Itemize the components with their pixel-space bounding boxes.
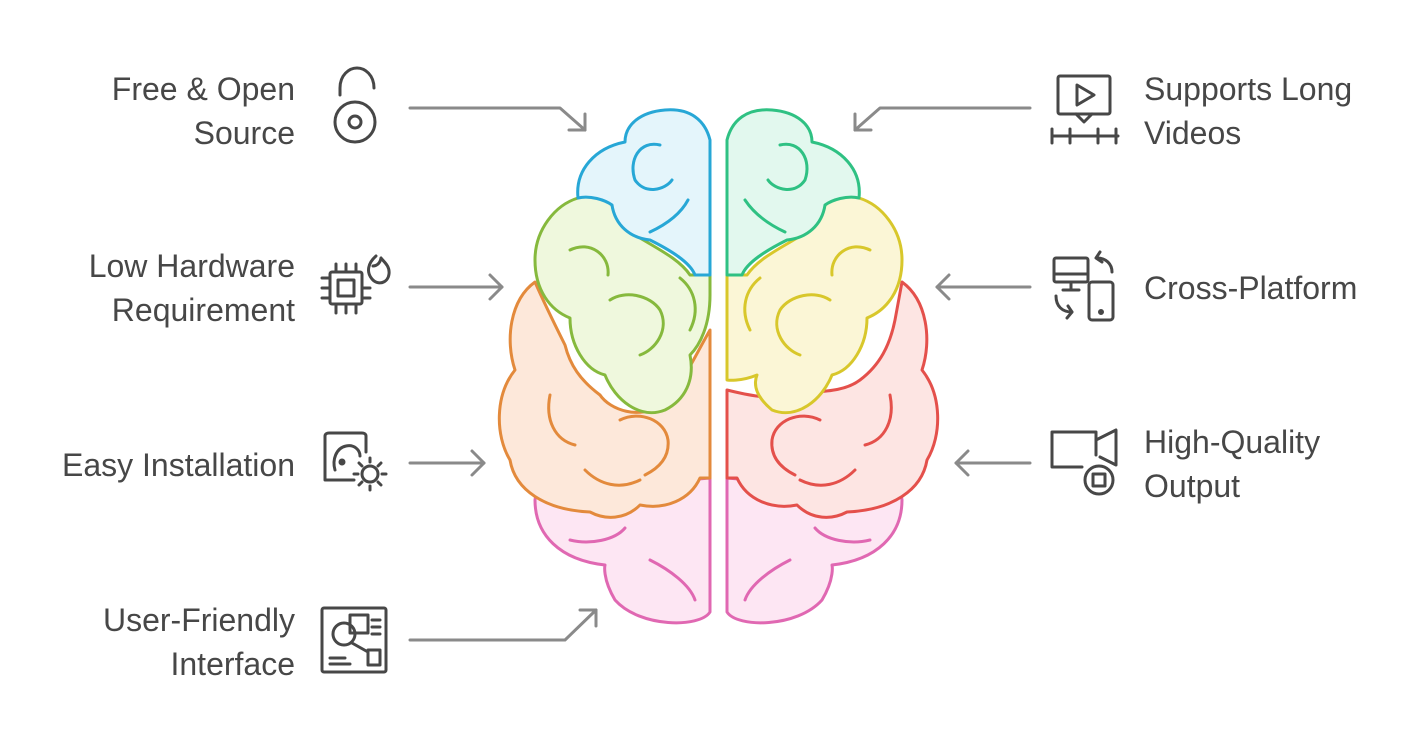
label-easy-installation: Easy Installation [62, 443, 295, 487]
label-long-videos: Supports Long Videos [1144, 67, 1352, 155]
label-line: Cross-Platform [1144, 270, 1358, 306]
label-user-friendly: User-Friendly Interface [103, 598, 295, 686]
label-line: Source [193, 115, 295, 151]
arrowhead [470, 449, 486, 477]
arrowhead [567, 112, 587, 132]
label-line: Low Hardware [88, 248, 295, 284]
label-line: Interface [170, 646, 295, 682]
unlocked-padlock-icon [333, 66, 377, 144]
arrowhead [578, 608, 598, 628]
brain-lobe-blue-left [576, 108, 712, 277]
label-line: Free & Open [111, 71, 295, 107]
brain-lobe-red-right [725, 280, 940, 519]
arrowhead [935, 273, 951, 301]
brain-lobe-orange-left [497, 280, 712, 519]
label-cross-platform: Cross-Platform [1144, 266, 1357, 310]
label-line: Output [1144, 468, 1241, 504]
video-timeline-icon [1050, 74, 1120, 145]
cpu-chip-icon [320, 254, 391, 315]
devices-sync-icon [1052, 250, 1115, 322]
arrow-free-open-source [408, 106, 587, 132]
arrow-user-friendly [408, 608, 598, 642]
label-low-hardware: Low Hardware Requirement [89, 244, 295, 332]
label-line: Easy Installation [61, 447, 295, 483]
interface-layout-icon [320, 606, 388, 674]
label-high-quality: High-Quality Output [1144, 420, 1320, 508]
label-line: User-Friendly [102, 602, 295, 638]
arrowhead [488, 273, 504, 301]
arrowhead [853, 112, 873, 132]
label-line: Requirement [111, 292, 295, 328]
brain-right-hemisphere [725, 108, 940, 625]
arrow-long-videos [853, 106, 1032, 132]
brain-folds [547, 142, 893, 602]
label-free-open-source: Free & Open Source [112, 67, 295, 155]
arrowhead [954, 449, 970, 477]
label-line: Videos [1144, 115, 1242, 151]
label-line: Supports Long [1144, 71, 1353, 107]
brain-lobe-green-right [725, 108, 861, 277]
label-line: High-Quality [1144, 424, 1321, 460]
video-camera-icon [1050, 428, 1118, 496]
brain-left-hemisphere [497, 108, 712, 625]
arrows [408, 106, 1032, 642]
installer-gear-icon [323, 431, 388, 492]
